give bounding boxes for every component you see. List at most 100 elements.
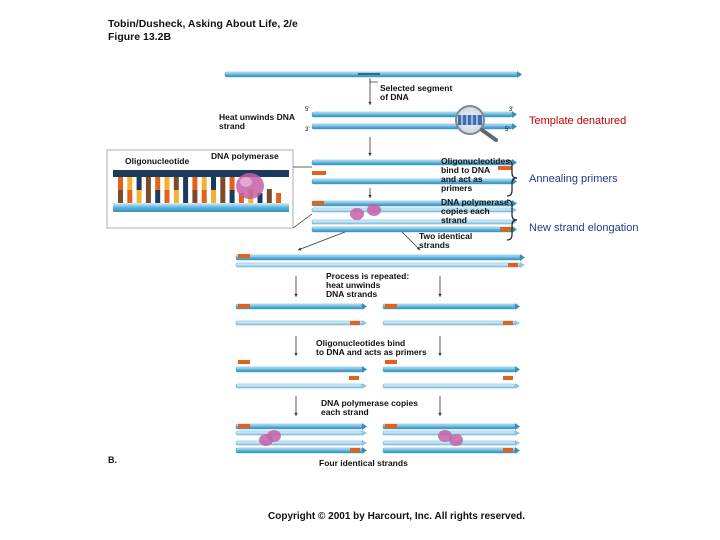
label-polymerase-copies-2-line2: each strand xyxy=(321,407,369,417)
strand-arrowhead xyxy=(515,440,520,446)
strand-arrowhead xyxy=(515,430,520,436)
inset-bottom-backbone xyxy=(113,203,289,212)
arrowhead xyxy=(438,352,442,356)
dna-strand xyxy=(311,219,513,225)
strand-arrowhead xyxy=(512,159,517,166)
inset-top-backbone xyxy=(113,170,289,177)
inset-base-top xyxy=(127,177,133,190)
primer-segment xyxy=(238,254,250,258)
label-oligonucleotide: Oligonucleotide xyxy=(125,156,190,166)
strand-arrowhead xyxy=(515,366,520,373)
strand-arrowhead xyxy=(512,123,517,130)
primer-segment xyxy=(350,448,360,452)
label-selected-segment-2: of DNA xyxy=(380,92,409,102)
inset-base-bottom xyxy=(211,190,216,203)
arrowhead xyxy=(368,194,372,198)
end-label-5-bottom: 5' xyxy=(505,127,510,133)
primer-segment xyxy=(350,321,360,325)
magnifier-icon xyxy=(455,105,498,142)
inset-base-bottom xyxy=(136,190,142,203)
dna-strand xyxy=(235,320,363,326)
strand-arrowhead xyxy=(362,440,367,446)
end-label-3-top: 3' xyxy=(509,107,514,113)
dna-strand xyxy=(382,447,516,454)
dna-strand xyxy=(382,303,516,310)
inset-polymerase xyxy=(236,173,264,199)
inset-base-top xyxy=(192,177,198,190)
inset-base-bottom xyxy=(201,190,207,203)
end-label-3-bottom: 3' xyxy=(305,127,310,133)
inset-base-bottom xyxy=(145,190,151,203)
dna-strand xyxy=(235,430,363,436)
label-polymerase-copies-2: copies each xyxy=(441,206,490,216)
arrowhead xyxy=(438,412,442,416)
inset-base-bottom xyxy=(173,190,179,203)
dna-polymerase-blob xyxy=(449,434,463,446)
arrowhead xyxy=(294,293,298,297)
panel-letter: B. xyxy=(108,455,117,465)
brace-annealing xyxy=(506,159,518,197)
inset-base-bottom xyxy=(118,190,123,203)
copyright-notice: Copyright © 2001 by Harcourt, Inc. All r… xyxy=(268,511,526,522)
label-process-repeated-3: DNA strands xyxy=(326,289,378,299)
primer-segment xyxy=(385,304,397,308)
inset-base-top xyxy=(155,177,161,190)
inset-base-bottom xyxy=(155,190,161,203)
label-process-repeated-1: Process is repeated: xyxy=(326,271,410,281)
dna-strand xyxy=(235,303,363,310)
dna-strand xyxy=(382,320,516,326)
inset-base-top xyxy=(220,177,226,190)
inset-base-bottom xyxy=(276,193,282,203)
label-selected-segment-1: Selected segment xyxy=(380,83,453,93)
arrowhead xyxy=(416,246,420,250)
dna-strand xyxy=(235,440,363,446)
strand-arrowhead xyxy=(362,423,367,430)
primer-segment xyxy=(500,227,512,231)
inset-base-bottom xyxy=(220,190,226,203)
strand-arrowhead xyxy=(362,320,367,326)
dna-strand xyxy=(235,447,363,454)
annotation-template-denatured: Template denatured xyxy=(529,115,627,127)
dna-strand xyxy=(235,254,521,261)
label-oligos-bind-4: primers xyxy=(441,183,473,193)
inset-base-bottom xyxy=(164,190,170,203)
dna-strand xyxy=(235,383,363,389)
strand-arrowhead xyxy=(362,366,367,373)
arrowhead xyxy=(294,352,298,356)
strand-arrowhead xyxy=(517,71,522,78)
label-dna-polymerase: DNA polymerase xyxy=(211,151,279,161)
dna-strands xyxy=(224,71,525,454)
primer-segment xyxy=(312,171,326,175)
arrowhead xyxy=(438,293,442,297)
arrowhead xyxy=(368,152,372,156)
strand-arrowhead xyxy=(512,200,517,207)
annotation-annealing-primers: Annealing primers xyxy=(529,173,618,185)
arrowhead xyxy=(294,412,298,416)
inset-base-top xyxy=(118,177,123,190)
label-oligos-bind-3: and act as xyxy=(441,174,483,184)
inset-base-bottom xyxy=(127,190,133,203)
dna-strand xyxy=(382,440,516,446)
inset-base-pairs xyxy=(118,177,282,203)
figure-source: Tobin/Dusheck, Asking About Life, 2/e xyxy=(108,18,298,30)
strand-arrowhead xyxy=(512,226,517,233)
dna-polymerase-blob xyxy=(259,434,273,446)
strand-arrowhead xyxy=(520,254,525,261)
inset-base-top xyxy=(145,177,151,190)
primer-segment xyxy=(238,424,250,428)
label-oligos-bind-2: bind to DNA xyxy=(441,165,491,175)
strand-arrowhead xyxy=(512,207,517,213)
strand-arrowhead xyxy=(512,111,517,118)
dna-strand xyxy=(235,366,363,373)
inset-base-top xyxy=(183,177,189,190)
strand-arrowhead xyxy=(515,423,520,430)
inset-base-bottom xyxy=(183,190,189,203)
process-arrow xyxy=(297,231,346,251)
annotation-new-strand-elongation: New strand elongation xyxy=(529,222,639,234)
primer-segment xyxy=(385,424,397,428)
dna-strand xyxy=(382,366,516,373)
inset-base-bottom xyxy=(257,193,263,203)
label-heat-unwinds-1: Heat unwinds DNA xyxy=(219,112,296,122)
figure-number: Figure 13.2B xyxy=(108,31,172,43)
